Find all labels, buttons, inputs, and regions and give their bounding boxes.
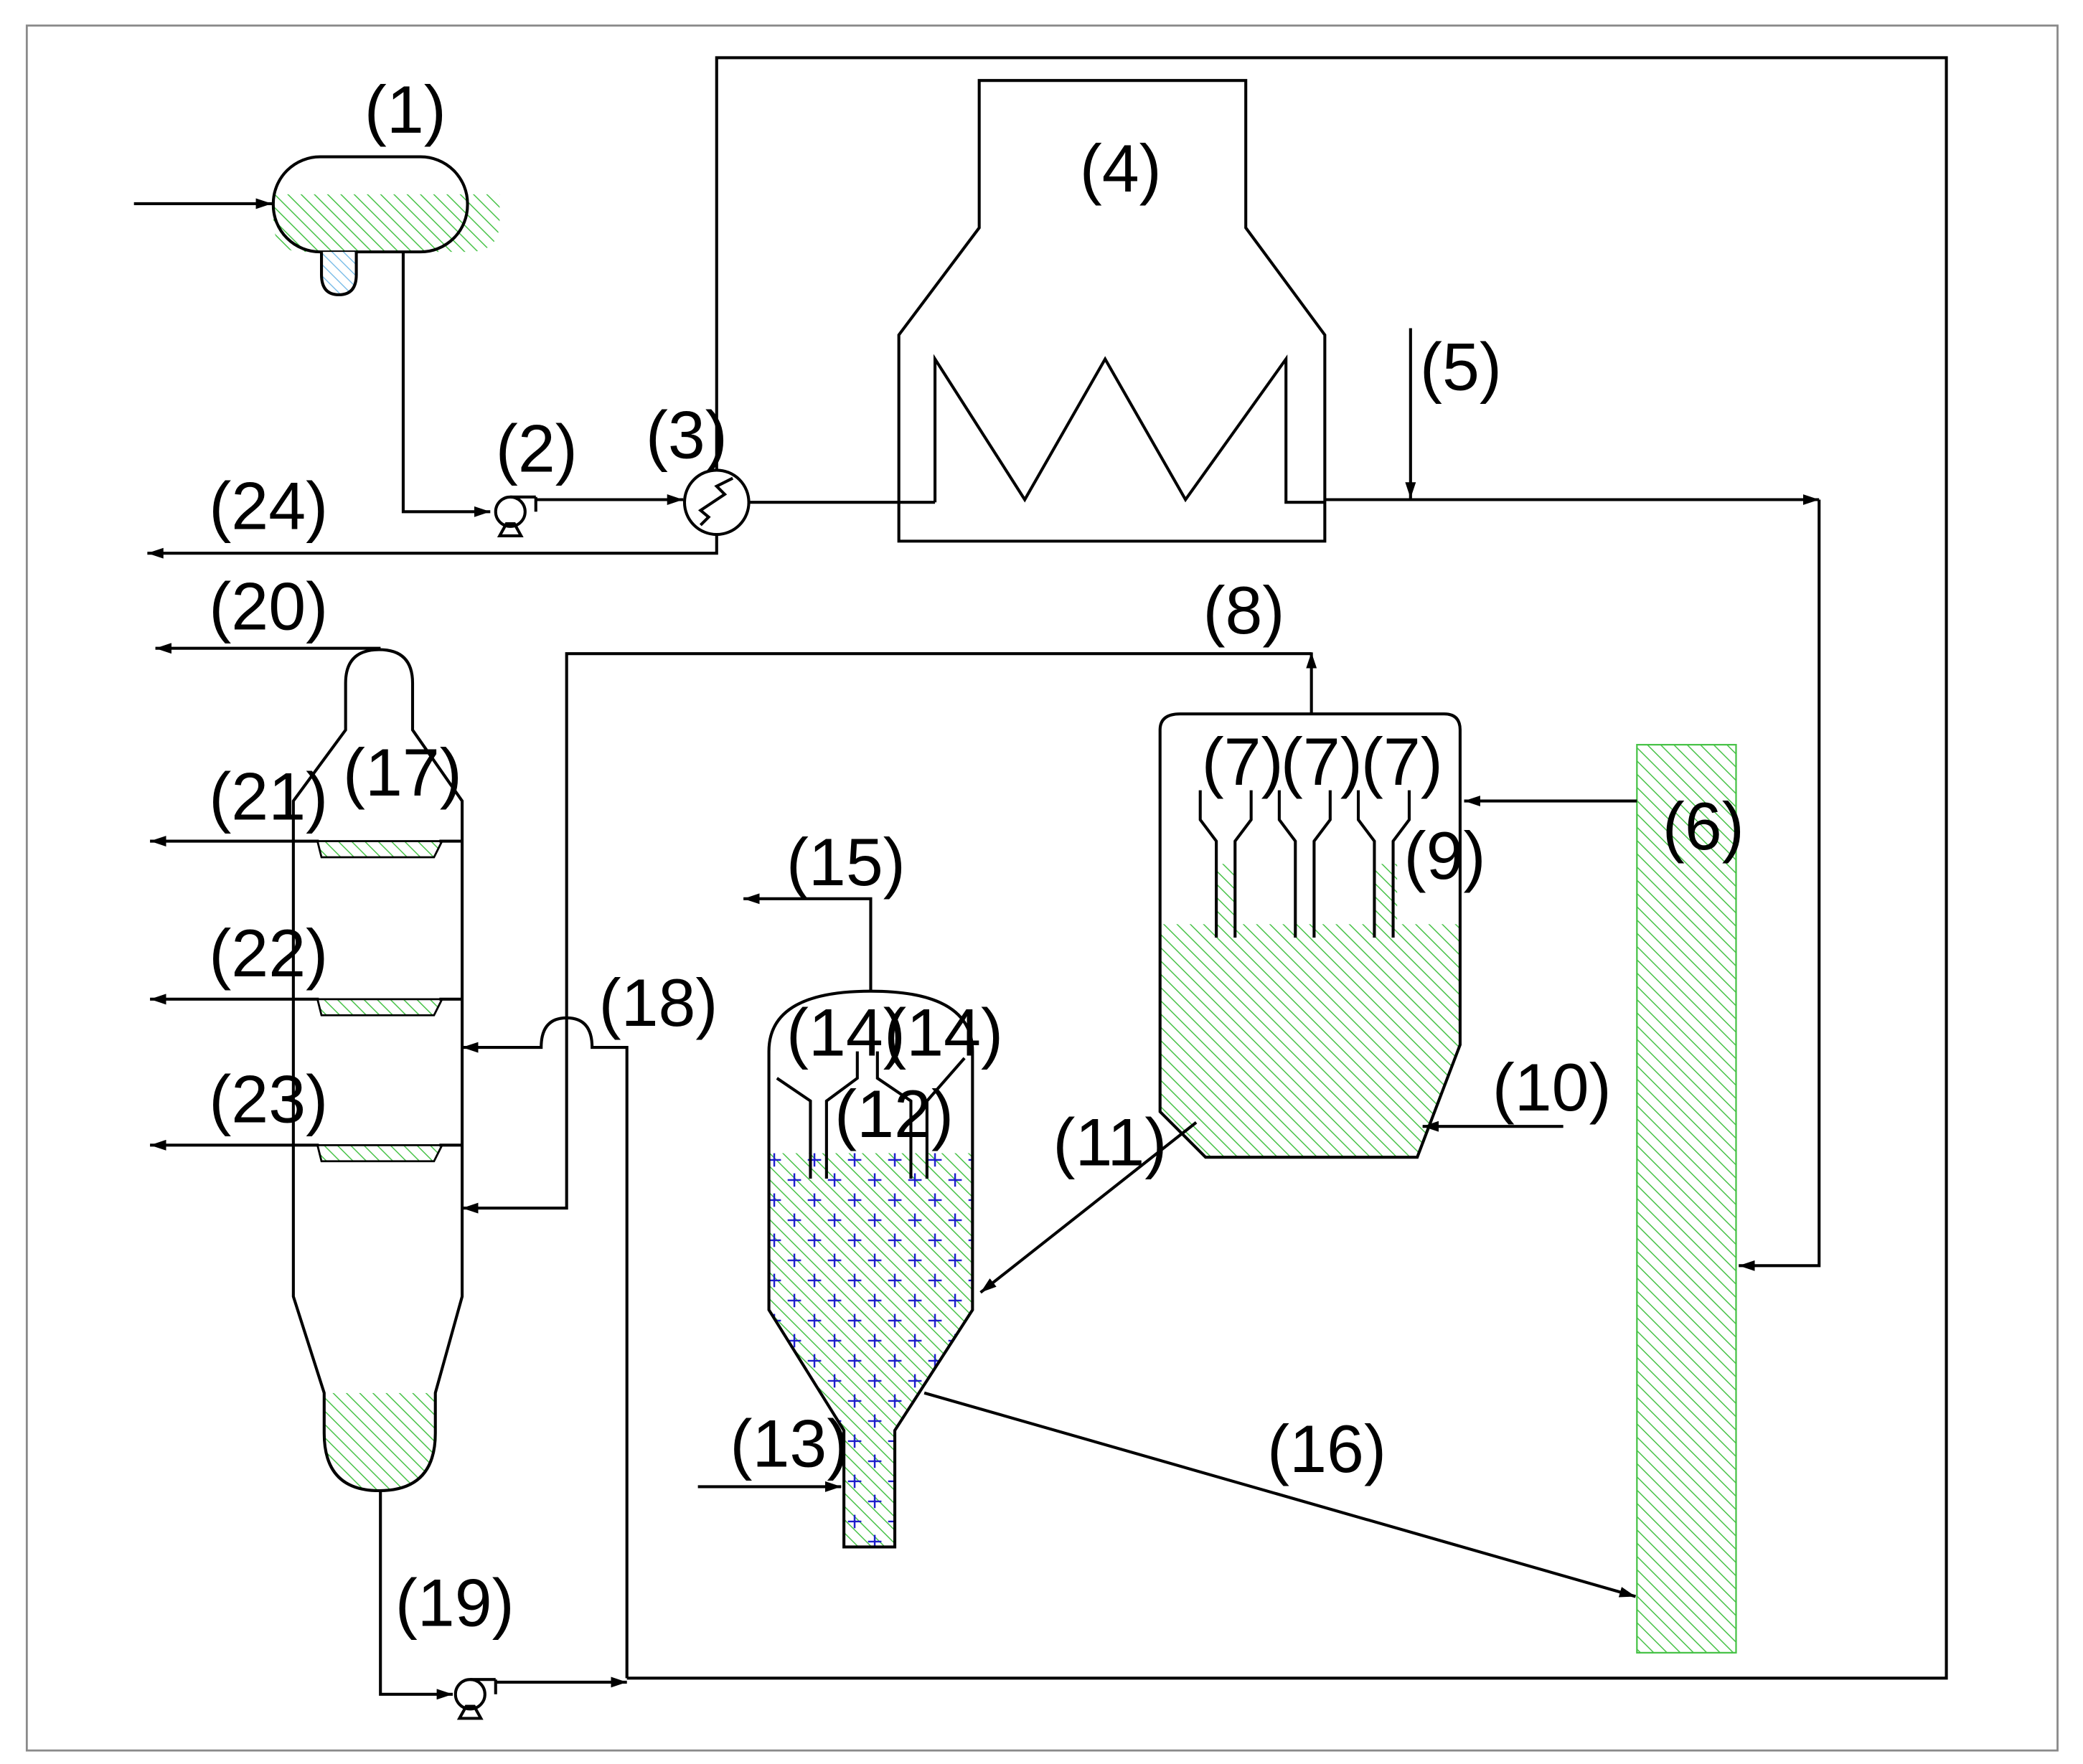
label-6: (6): [1663, 789, 1744, 864]
cyclone-3: [1356, 790, 1411, 938]
stream-16-line: [923, 1391, 1637, 1598]
label-7a: (7): [1202, 725, 1284, 799]
label-7c: (7): [1361, 725, 1443, 799]
label-19: (19): [395, 1566, 514, 1641]
label-22: (22): [209, 916, 328, 991]
return-loop-line: [626, 56, 1948, 1680]
riser: [1636, 744, 1737, 1654]
label-1: (1): [365, 72, 446, 147]
stream-19-line: [379, 1490, 453, 1700]
label-12: (12): [834, 1077, 954, 1151]
label-5: (5): [1420, 329, 1502, 404]
label-9: (9): [1403, 819, 1485, 893]
label-14b: (14): [884, 995, 1003, 1070]
fractionator: [291, 648, 464, 1493]
stream-8-line: [462, 652, 1312, 1214]
label-3: (3): [646, 398, 728, 473]
tray-22: [316, 998, 444, 1017]
label-11: (11): [1053, 1105, 1167, 1179]
label-4: (4): [1080, 131, 1162, 206]
drum-to-pump-line: [401, 252, 491, 517]
label-14a: (14): [786, 995, 906, 1070]
label-15: (15): [786, 825, 906, 900]
label-8: (8): [1203, 573, 1284, 648]
furnace: [897, 79, 1327, 543]
separator: [1158, 712, 1462, 1159]
label-7b: (7): [1281, 725, 1363, 799]
stream-11-line: [979, 1121, 1198, 1294]
label-20: (20): [209, 570, 328, 644]
feed-drum: [271, 155, 500, 296]
stream-18-line: [462, 1016, 629, 1679]
tray-21: [316, 840, 444, 859]
product-24-line: [147, 534, 718, 559]
label-2: (2): [496, 411, 578, 486]
cyclone-2: [1277, 790, 1332, 938]
label-21: (21): [209, 760, 328, 834]
label-24: (24): [209, 469, 328, 544]
label-16: (16): [1267, 1412, 1386, 1486]
heat-exchanger: [682, 468, 751, 537]
stream-15-line: [743, 893, 873, 991]
stream-20-line: [155, 643, 381, 654]
label-23: (23): [209, 1062, 328, 1137]
label-17: (17): [343, 735, 462, 810]
bottoms-pump: [453, 1678, 497, 1720]
label-18: (18): [598, 966, 718, 1040]
tray-23: [316, 1143, 444, 1163]
diagram-frame: [25, 24, 2059, 1752]
label-13: (13): [730, 1406, 849, 1481]
cyclone-1: [1198, 790, 1253, 938]
feed-pump: [494, 495, 537, 537]
label-10: (10): [1492, 1050, 1612, 1125]
riser-feed-line: [1739, 499, 1821, 1271]
